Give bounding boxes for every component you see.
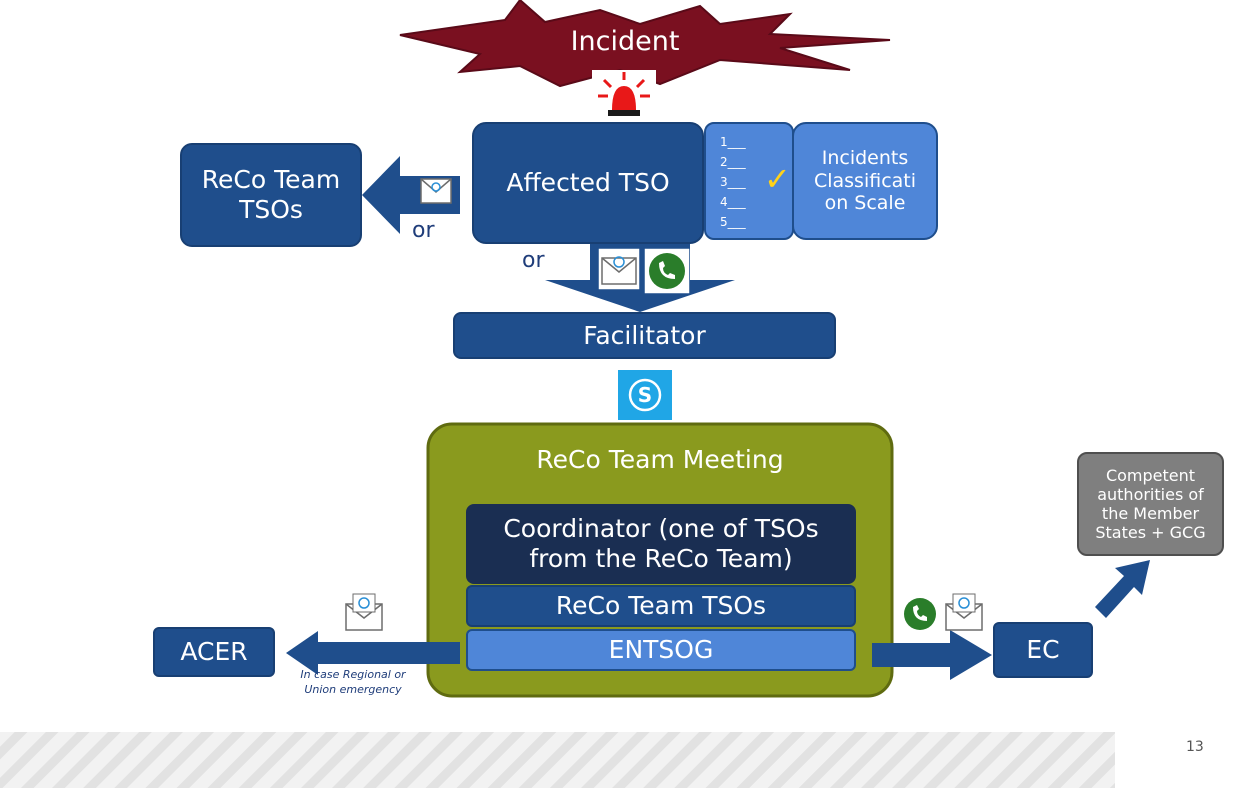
skype-tile bbox=[618, 370, 672, 420]
checklist-item: 4___ bbox=[720, 195, 746, 209]
email-icon bbox=[944, 592, 984, 632]
incident-label: Incident bbox=[570, 25, 680, 57]
meeting-title: ReCo Team Meeting bbox=[536, 445, 784, 474]
arrow-to-acer bbox=[286, 631, 460, 675]
classification-box: Incidents Classificati on Scale bbox=[792, 122, 938, 240]
page-number: 13 bbox=[1186, 739, 1204, 755]
email-icon bbox=[420, 178, 452, 204]
acer-label: ACER bbox=[180, 637, 248, 666]
arrow-to-facilitator bbox=[545, 244, 735, 312]
footer-band bbox=[0, 732, 1115, 788]
affected-tso-label: Affected TSO bbox=[506, 168, 670, 197]
checklist-item: 1___ bbox=[720, 135, 746, 149]
phone-icon bbox=[902, 596, 938, 632]
arrow-to-competent bbox=[1095, 560, 1150, 618]
entsog-box: ENTSOG bbox=[466, 629, 856, 671]
facilitator-label: Facilitator bbox=[583, 320, 706, 350]
skype-icon: S bbox=[627, 377, 663, 413]
checklist-icon: 1___ 2___ 3___ 4___ 5___ ✓ bbox=[704, 122, 794, 240]
or-label-left: or bbox=[412, 218, 435, 243]
reco-team-tsos-label: ReCo Team TSOs bbox=[201, 165, 341, 224]
entsog-label: ENTSOG bbox=[608, 635, 714, 664]
incident-burst bbox=[399, 0, 891, 88]
check-mark-icon: ✓ bbox=[764, 160, 791, 198]
siren-icon bbox=[592, 70, 656, 122]
acer-note: In case Regional or Union emergency bbox=[300, 668, 406, 696]
classification-label: Incidents Classificati on Scale bbox=[813, 146, 917, 215]
reco-team-tsos-box: ReCo Team TSOs bbox=[180, 143, 362, 247]
checklist-lines: 1___ 2___ 3___ 4___ 5___ bbox=[720, 132, 770, 232]
arrow-to-reco-tsos bbox=[362, 156, 460, 234]
facilitator-box: Facilitator bbox=[453, 312, 836, 359]
email-icon bbox=[597, 247, 641, 291]
coordinator-box: Coordinator (one of TSOs from the ReCo T… bbox=[466, 504, 856, 584]
ec-box: EC bbox=[993, 622, 1093, 678]
arrow-to-ec bbox=[872, 630, 992, 680]
checklist-item: 5___ bbox=[720, 215, 746, 229]
ec-label: EC bbox=[1026, 635, 1060, 664]
competent-authorities-label: Competent authorities of the Member Stat… bbox=[1095, 465, 1206, 543]
checklist-item: 3___ bbox=[720, 175, 746, 189]
email-icon bbox=[344, 592, 384, 632]
phone-icon bbox=[643, 247, 691, 295]
affected-tso-box: Affected TSO bbox=[472, 122, 704, 244]
svg-text:S: S bbox=[638, 383, 652, 407]
acer-box: ACER bbox=[153, 627, 275, 677]
or-label-bottom: or bbox=[522, 248, 545, 273]
meeting-tsos-box: ReCo Team TSOs bbox=[466, 585, 856, 627]
competent-authorities-box: Competent authorities of the Member Stat… bbox=[1077, 452, 1224, 556]
coordinator-label: Coordinator (one of TSOs from the ReCo T… bbox=[503, 514, 819, 573]
checklist-item: 2___ bbox=[720, 155, 746, 169]
meeting-tsos-label: ReCo Team TSOs bbox=[555, 591, 767, 620]
